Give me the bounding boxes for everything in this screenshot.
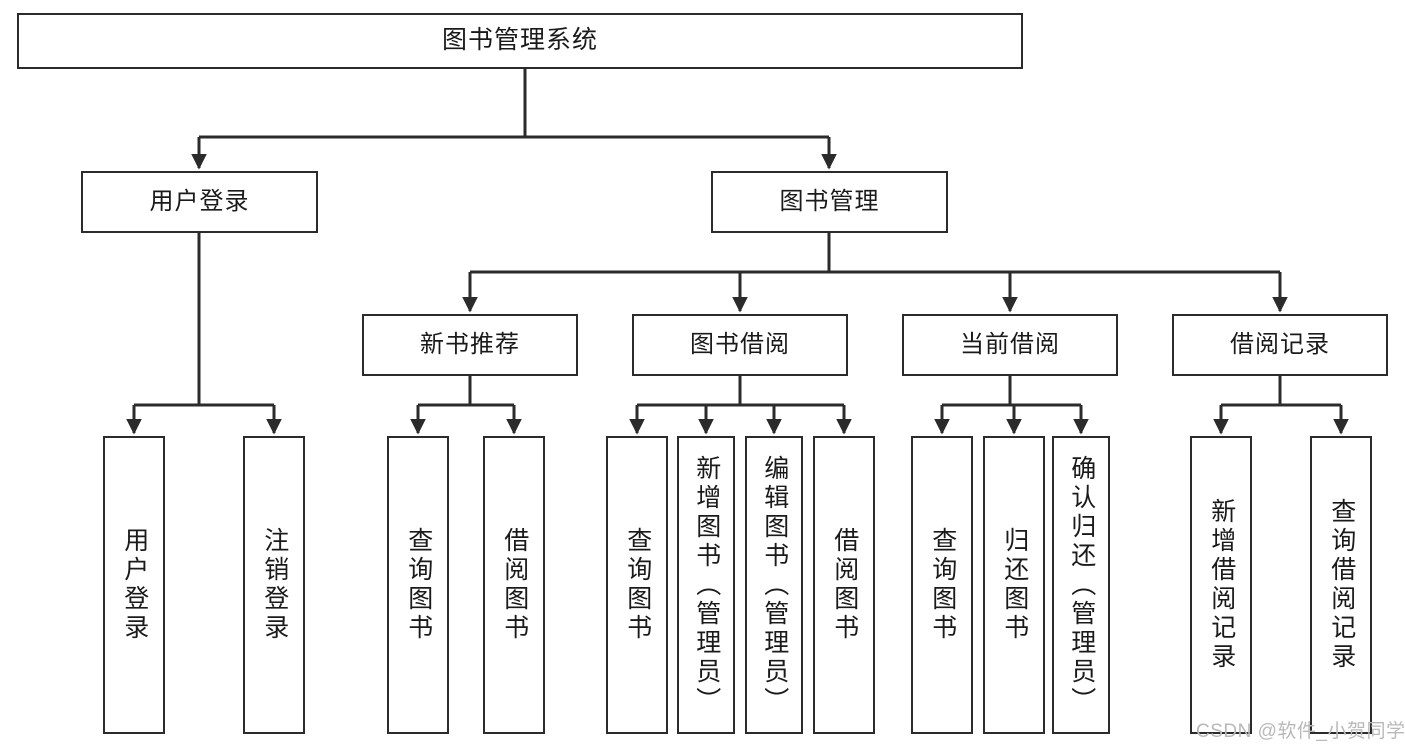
node-leaf-query-record-label: 查询借阅记录 (1327, 498, 1356, 672)
node-current-borrow[interactable]: 当前借阅 (902, 314, 1118, 376)
node-leaf-borrow-book-2[interactable]: 借阅图书 (813, 436, 875, 734)
node-leaf-user-login-label: 用户登录 (120, 527, 149, 643)
node-leaf-query-book-3[interactable]: 查询图书 (911, 436, 973, 734)
node-leaf-query-book-1-label: 查询图书 (404, 527, 433, 643)
node-user-login-label: 用户登录 (149, 187, 250, 215)
node-root[interactable]: 图书管理系统 (17, 13, 1023, 69)
node-leaf-return-book[interactable]: 归还图书 (983, 436, 1045, 734)
node-leaf-add-record[interactable]: 新增借阅记录 (1190, 436, 1252, 734)
node-leaf-add-book-label: 新增图书（管理员） (692, 454, 721, 716)
node-leaf-query-book-2[interactable]: 查询图书 (606, 436, 668, 734)
node-root-label: 图书管理系统 (441, 26, 598, 55)
node-borrow-records[interactable]: 借阅记录 (1172, 314, 1388, 376)
csdn-watermark: CSDN @软件_小贺同学 (1196, 721, 1405, 742)
node-leaf-add-record-label: 新增借阅记录 (1207, 498, 1236, 672)
node-book-management[interactable]: 图书管理 (711, 171, 948, 233)
node-book-management-label: 图书管理 (779, 187, 880, 215)
node-borrow-records-label: 借阅记录 (1230, 330, 1330, 358)
node-new-book-recommend-label: 新书推荐 (420, 330, 520, 358)
node-leaf-query-book-2-label: 查询图书 (623, 527, 652, 643)
node-leaf-query-book-1[interactable]: 查询图书 (387, 436, 449, 734)
node-book-borrow-label: 图书借阅 (690, 330, 790, 358)
node-leaf-borrow-book-1-label: 借阅图书 (500, 527, 529, 643)
node-leaf-add-book[interactable]: 新增图书（管理员） (677, 436, 735, 734)
node-leaf-confirm-return-label: 确认归还（管理员） (1067, 454, 1096, 716)
node-new-book-recommend[interactable]: 新书推荐 (362, 314, 578, 376)
node-current-borrow-label: 当前借阅 (960, 330, 1060, 358)
node-leaf-borrow-book-1[interactable]: 借阅图书 (483, 436, 545, 734)
node-user-login[interactable]: 用户登录 (81, 171, 318, 233)
node-leaf-return-book-label: 归还图书 (1000, 527, 1029, 643)
node-leaf-user-logout-label: 注销登录 (260, 527, 289, 643)
node-leaf-confirm-return[interactable]: 确认归还（管理员） (1052, 436, 1110, 734)
node-book-borrow[interactable]: 图书借阅 (632, 314, 848, 376)
node-leaf-edit-book-label: 编辑图书（管理员） (760, 454, 789, 716)
node-leaf-user-login[interactable]: 用户登录 (103, 436, 165, 734)
node-leaf-query-record[interactable]: 查询借阅记录 (1310, 436, 1372, 734)
node-leaf-edit-book[interactable]: 编辑图书（管理员） (745, 436, 803, 734)
node-leaf-user-logout[interactable]: 注销登录 (243, 436, 305, 734)
node-leaf-borrow-book-2-label: 借阅图书 (830, 527, 859, 643)
node-leaf-query-book-3-label: 查询图书 (928, 527, 957, 643)
